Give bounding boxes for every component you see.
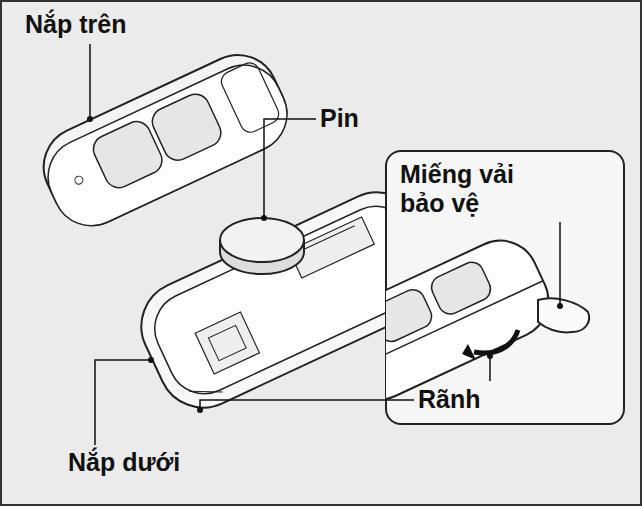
part-label: Rãnh: [418, 385, 481, 414]
inset-fob: [386, 228, 589, 412]
part-label: Miếng vải bảo vệ: [400, 160, 560, 218]
leader-dots: [87, 116, 563, 413]
part-label: Pin: [320, 104, 359, 133]
leader-lines: [90, 44, 560, 445]
part-label: Nắp trên: [25, 10, 126, 39]
battery: [220, 218, 304, 274]
top-cover: [31, 42, 300, 238]
part-label: Nắp dưới: [68, 448, 180, 477]
